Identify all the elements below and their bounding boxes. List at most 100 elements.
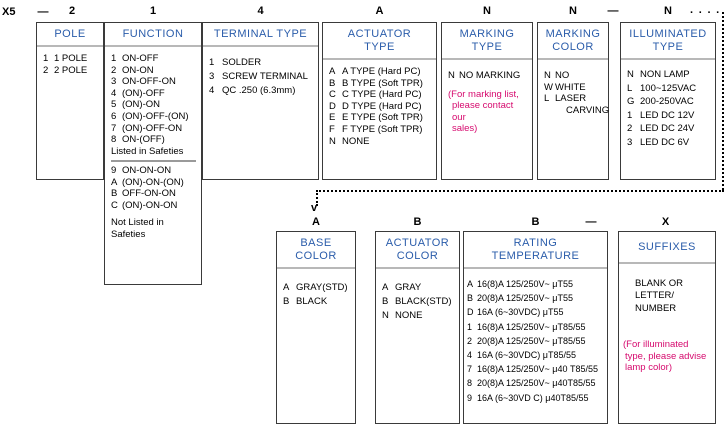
connector-arrow: v xyxy=(311,202,318,214)
base-color-key-1: B xyxy=(283,296,290,307)
pole-title: POLE xyxy=(37,23,103,47)
actuator-type-value-5: F TYPE (Soft TPR) xyxy=(342,123,423,135)
function-value-11: (ON)-ON-ON xyxy=(122,199,178,211)
box-pole: POLE 1 1 POLE 2 2 POLE xyxy=(36,22,104,180)
list-item: 8 ON-(OFF) xyxy=(111,134,196,146)
trailing-dots: · · · · xyxy=(690,7,721,19)
list-item: G 200-250VAC xyxy=(627,95,710,109)
marking-type-title-line2: TYPE xyxy=(471,41,503,53)
function-value-7: ON-(OFF) xyxy=(122,134,165,146)
function-key-10: B xyxy=(111,188,118,200)
illuminated-key-0: N xyxy=(627,69,634,80)
suffixes-note-3: lamp color) xyxy=(625,362,672,374)
connector-dotted-vertical-right xyxy=(722,12,724,190)
marking-color-value-2-cont: CARVING xyxy=(566,104,610,116)
actuator-type-value-3: D TYPE (Hard PC) xyxy=(342,100,422,112)
marking-color-key-2: L xyxy=(544,93,550,105)
marking-color-value-1: WHITE xyxy=(555,81,586,93)
list-item: N NONE xyxy=(382,309,454,323)
function-key-0: 1 xyxy=(111,53,117,64)
marking-color-title: MARKING COLOR xyxy=(538,23,608,60)
pole-key-0: 1 xyxy=(43,53,49,64)
function-value-6: (ON)-OFF-ON xyxy=(122,122,183,134)
rating-key-1: B xyxy=(467,293,474,304)
actuator-color-key-1: B xyxy=(382,296,389,307)
illuminated-key-2: G xyxy=(627,96,635,107)
function-key-2: 3 xyxy=(111,76,117,88)
marking-color-key-1: W xyxy=(544,81,553,93)
suffixes-title: SUFFIXES xyxy=(619,232,715,264)
illuminated-key-5: 3 xyxy=(627,136,633,148)
illuminated-type-title-line1: ILLUMINATED xyxy=(629,28,707,40)
function-key-4: 5 xyxy=(111,99,117,111)
marking-type-note-2: please contact our xyxy=(452,100,514,123)
function-key-11: C xyxy=(111,199,118,211)
rating-value-1: 20(8)A 125/250V~ μT55 xyxy=(477,293,574,304)
pole-key-1: 2 xyxy=(43,64,49,76)
code-base-color: A xyxy=(312,216,320,228)
function-key-5: 6 xyxy=(111,110,117,122)
rating-value-0: 16(8)A 125/250V~ μT55 xyxy=(477,279,574,289)
code-terminal-type: 4 xyxy=(257,5,264,17)
pole-value-0: 1 POLE xyxy=(54,53,88,64)
function-key-3: 4 xyxy=(111,87,117,99)
actuator-color-value-1: BLACK(STD) xyxy=(395,296,452,307)
suffixes-body: BLANK OR LETTER/ NUMBER (For illuminated… xyxy=(619,264,715,378)
actuator-color-key-2: N xyxy=(382,310,389,321)
list-item: B BLACK(STD) xyxy=(382,295,454,309)
rating-key-6: 7 xyxy=(467,364,473,375)
function-title: FUNCTION xyxy=(105,23,201,47)
function-key-9: A xyxy=(111,176,118,188)
code-rating-temperature: B xyxy=(531,216,540,228)
terminal-key-2: 4 xyxy=(209,85,215,96)
series-dash: — xyxy=(37,6,49,18)
actuator-color-title: ACTUATOR COLOR xyxy=(376,232,459,269)
actuator-color-value-2: NONE xyxy=(395,310,423,321)
base-color-title-line2: COLOR xyxy=(295,250,337,262)
function-value-8: ON-ON-ON xyxy=(122,165,172,177)
code-marking-type: N xyxy=(483,5,491,17)
illuminated-value-2: 200-250VAC xyxy=(640,96,694,107)
function-key-7: 8 xyxy=(111,134,117,146)
suffixes-line-2: LETTER/ xyxy=(635,290,675,302)
rating-temperature-title: RATING TEMPERATURE xyxy=(464,232,607,269)
actuator-type-key-4: E xyxy=(329,112,336,124)
rating-key-5: 4 xyxy=(467,350,473,361)
terminal-key-0: 1 xyxy=(209,57,215,68)
base-color-key-0: A xyxy=(283,282,290,293)
marking-color-title-line1: MARKING xyxy=(545,28,601,40)
rating-key-2: D xyxy=(467,307,474,318)
box-suffixes: SUFFIXES BLANK OR LETTER/ NUMBER (For il… xyxy=(618,231,716,424)
illuminated-key-3: 1 xyxy=(627,109,633,121)
rating-value-8: 16A (6~30VD C) μ40T85/55 xyxy=(477,392,589,403)
rating-temperature-title-line1: RATING xyxy=(513,237,558,249)
actuator-type-key-1: B xyxy=(329,77,336,89)
illuminated-key-4: 2 xyxy=(627,123,633,134)
illuminated-value-1: 100~125VAC xyxy=(640,82,697,94)
rating-key-0: A xyxy=(467,279,474,289)
marking-type-title-line1: MARKING xyxy=(459,28,515,40)
rating-value-2: 16A (6~30VDC) μT55 xyxy=(477,307,564,318)
pole-value-1: 2 POLE xyxy=(54,64,88,76)
list-item: 2 2 POLE xyxy=(43,65,98,77)
list-item: 5(ON)-ON xyxy=(111,99,196,111)
code-suffixes: X xyxy=(661,216,670,228)
